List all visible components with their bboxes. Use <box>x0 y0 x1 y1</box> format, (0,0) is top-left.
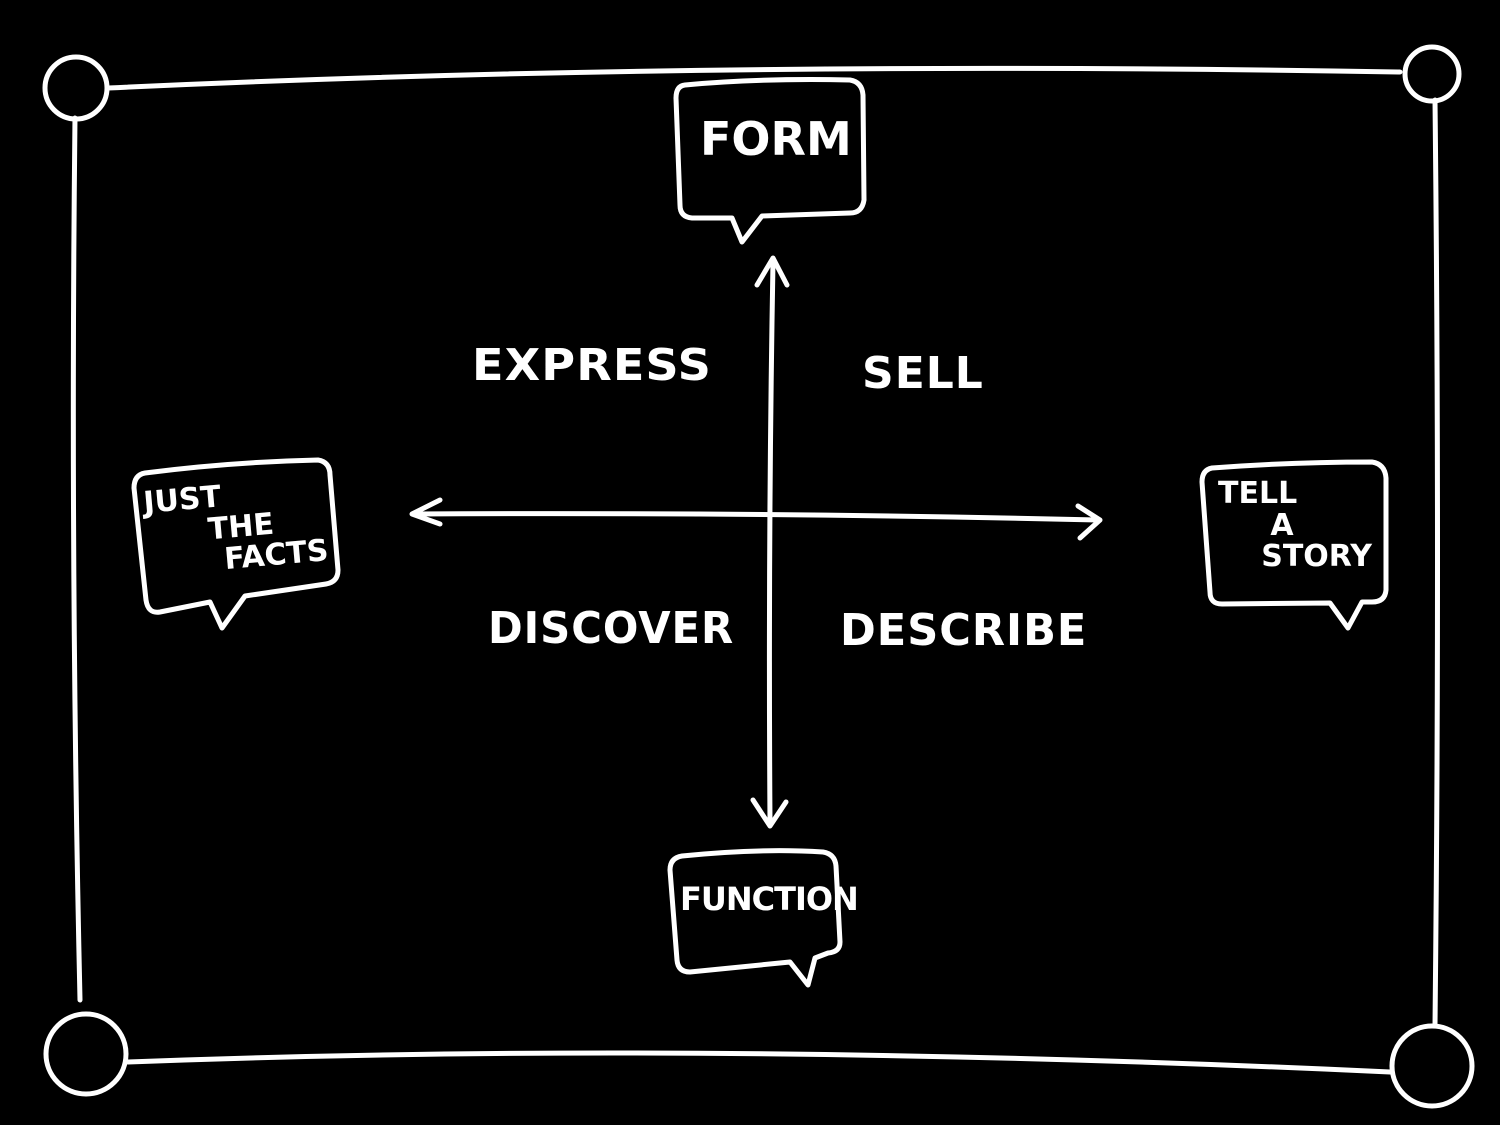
corner-circle-tr <box>1402 44 1462 104</box>
frame-right <box>1432 97 1440 1028</box>
frame-left <box>70 115 83 1003</box>
axis-label-function: Function <box>680 880 859 918</box>
axis-label-just-the-facts: Just The Facts <box>142 472 330 582</box>
axis-label-form: Form <box>700 112 852 166</box>
axis-label-tell-a-story: Tell A Story <box>1212 478 1372 573</box>
vertical-axis <box>766 259 776 825</box>
corner-circle-bl <box>43 1011 129 1097</box>
corner-circle-br <box>1389 1023 1475 1109</box>
bubble-story-outline <box>1199 459 1389 631</box>
quadrant-label-express: Express <box>472 340 713 391</box>
bubble-form-outline <box>673 77 867 245</box>
bubble-facts-outline <box>131 457 341 631</box>
bubble-function-outline <box>667 848 843 988</box>
frame-bottom <box>125 1050 1393 1075</box>
frame-top <box>105 65 1403 91</box>
quadrant-label-discover: Discover <box>488 603 735 654</box>
story-line-2: A <box>1270 507 1294 543</box>
story-line-3: Story <box>1261 539 1372 574</box>
story-line-1: Tell <box>1218 476 1298 511</box>
arrowhead-down <box>750 797 789 829</box>
quadrant-label-sell: Sell <box>862 348 984 399</box>
arrowhead-right <box>1075 503 1103 541</box>
arrowhead-left <box>409 497 443 527</box>
quadrant-label-describe: Describe <box>840 605 1088 656</box>
horizontal-axis <box>411 511 1101 523</box>
arrowhead-up <box>754 255 790 288</box>
corner-circle-tl <box>42 54 110 122</box>
